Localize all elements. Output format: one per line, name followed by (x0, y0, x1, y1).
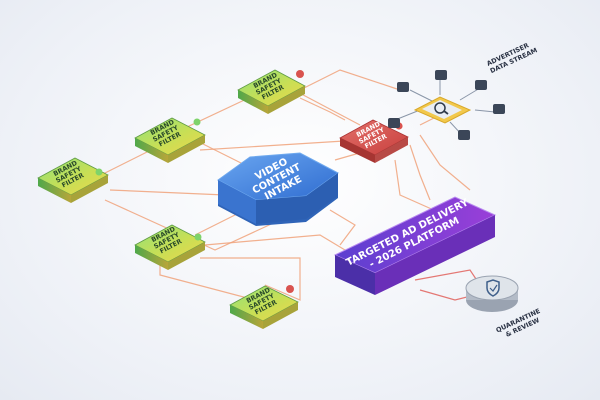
filter-node-upper-left[interactable]: BRAND SAFETY FILTER (134, 116, 206, 163)
connector (94, 147, 156, 179)
svg-text:BRAND SAFETY FILTE: BRAND SAFETY FILTER (251, 69, 288, 103)
connector (419, 134, 471, 191)
data-source-icon (435, 70, 447, 80)
svg-text:QUARANTINE & REVIEW: QUARANTINE & REVIEW (495, 306, 547, 342)
flag-check-icon (193, 118, 201, 126)
flag-x-icon (286, 285, 294, 293)
connector (394, 159, 446, 216)
filter-node-left[interactable]: BRAND SAFETY FILTER (37, 157, 109, 203)
filter-node-top[interactable]: BRAND SAFETY FILTER (237, 69, 306, 114)
data-source-icon (493, 104, 505, 114)
delivery-node[interactable]: TARGETED AD DELIVERY - 2026 PLATFORM (333, 196, 497, 295)
svg-text:BRAND SAFETY FILTE: BRAND SAFETY FILTER (244, 284, 281, 318)
data-source-icon (475, 80, 487, 90)
advertiser-hub[interactable]: ADVERTISER DATA STREAM (388, 39, 539, 140)
data-source-icon (397, 82, 409, 92)
flag-x-icon (296, 70, 304, 78)
shield-icon (486, 279, 500, 297)
filter-node-right[interactable]: BRAND SAFETY FILTER (339, 118, 409, 163)
connector (299, 97, 346, 121)
filter-node-bottom[interactable]: BRAND SAFETY FILTER (229, 284, 299, 329)
data-source-icon (458, 130, 470, 140)
connector (109, 189, 226, 196)
connector (199, 139, 361, 151)
connector (204, 234, 346, 251)
data-source-icon (388, 118, 400, 128)
connector (200, 257, 301, 301)
magnifier-icon (434, 102, 449, 115)
connector (104, 199, 281, 251)
intake-node[interactable]: VIDEO CONTENT INTAKE (217, 151, 339, 226)
flag-check-icon (95, 168, 103, 176)
connector (329, 209, 356, 246)
filter-node-middle[interactable]: BRAND SAFETY FILTER (134, 223, 206, 270)
quarantine-node[interactable]: QUARANTINE & REVIEW (465, 275, 547, 342)
svg-text:ADVERTISER DATA STREAM: ADVERTISER DATA STREAM (485, 39, 538, 75)
connector (409, 144, 431, 201)
flag-check-icon (194, 233, 202, 241)
